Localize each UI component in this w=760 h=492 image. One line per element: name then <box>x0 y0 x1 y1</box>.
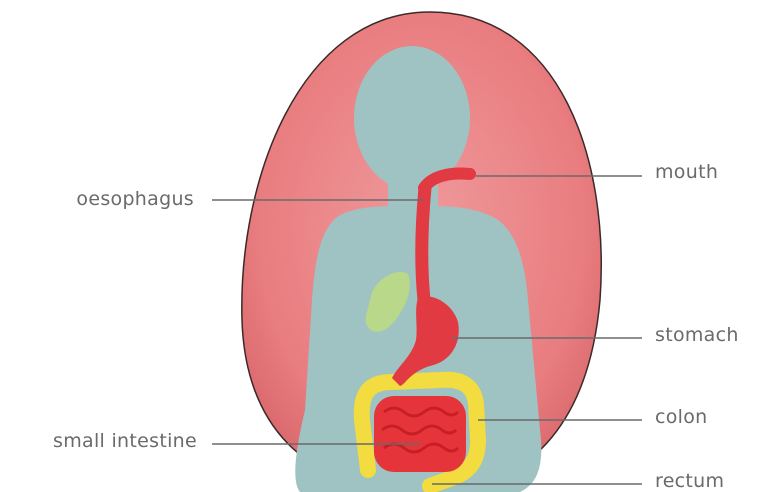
label-oesophagus: oesophagus <box>76 190 194 209</box>
label-colon: colon <box>655 408 708 427</box>
small-intestine-shape <box>374 396 466 472</box>
label-stomach: stomach <box>655 326 739 345</box>
label-rectum: rectum <box>655 472 724 491</box>
label-mouth: mouth <box>655 163 718 182</box>
label-small-intestine: small intestine <box>53 432 197 451</box>
oesophagus-shape <box>422 188 425 300</box>
